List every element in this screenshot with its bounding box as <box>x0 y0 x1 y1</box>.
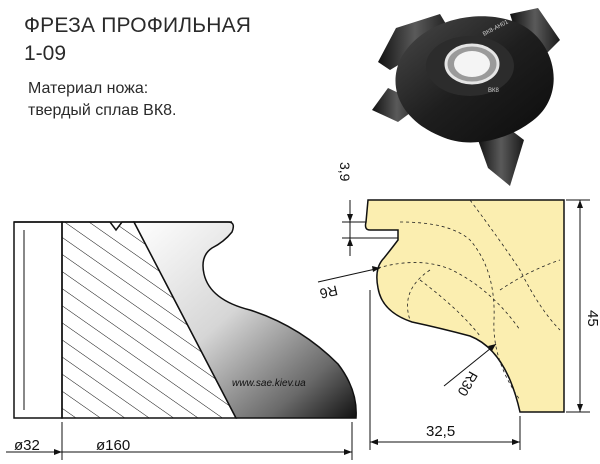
bore-area <box>13 221 63 419</box>
dim-outer-diameter: ø160 <box>96 437 130 454</box>
material-value: твердый сплав ВК8. <box>28 102 177 119</box>
product-header: ФРЕЗА ПРОФИЛЬНАЯ 1-09 <box>24 14 251 66</box>
cutter-profile-edge <box>132 221 357 419</box>
dim-radius-small: R6 <box>318 282 339 302</box>
workpiece-profile <box>364 199 565 413</box>
dim-groove: 3,9 <box>337 162 353 182</box>
product-code: 1-09 <box>24 42 67 65</box>
diameter-dimensions: ø32 ø160 <box>6 422 353 460</box>
product-title: ФРЕЗА ПРОФИЛЬНАЯ <box>24 14 252 37</box>
dim-bore-diameter: ø32 <box>14 437 40 454</box>
width-dimension: 32,5 <box>369 290 521 450</box>
height-dimension: 45 <box>566 199 600 413</box>
material-info: Материал ножа: твердый сплав ВК8. <box>28 78 176 122</box>
profile-construction-lines <box>377 199 561 401</box>
dim-height: 45 <box>584 310 600 327</box>
technical-drawing: www.sae.kiev.ua ø32 ø160 3,9 R6 R30 <box>6 162 600 460</box>
material-label: Материал ножа: <box>28 80 149 97</box>
engraving-side: ВК8 <box>488 88 499 94</box>
cutter-photo: ВК8-АН01 ВК8 <box>372 8 560 186</box>
dim-width: 32,5 <box>426 423 455 440</box>
dim-radius-large: R30 <box>454 369 481 399</box>
groove-dimension: 3,9 <box>337 162 398 256</box>
radius-large-dimension: R30 <box>443 343 497 399</box>
radius-small-dimension: R6 <box>317 266 381 302</box>
watermark: www.sae.kiev.ua <box>232 378 306 389</box>
cutter-section <box>13 221 357 419</box>
